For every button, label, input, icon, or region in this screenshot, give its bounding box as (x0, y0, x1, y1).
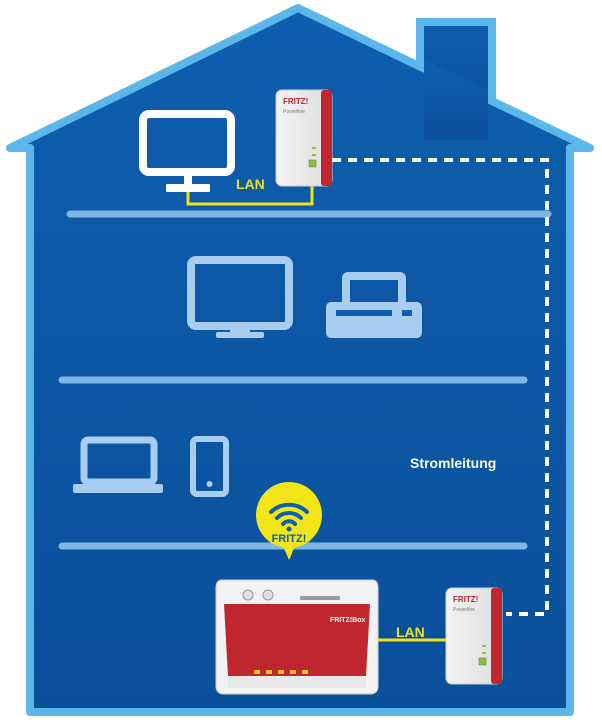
house (6, 4, 594, 716)
smartphone-icon (190, 436, 229, 497)
adapter-sub-text: Powerline (283, 109, 305, 115)
power-line-dashed (332, 158, 549, 616)
printer-icon (326, 272, 422, 338)
lan-cable-top (186, 186, 314, 206)
adapter-brand-text: FRITZ! (283, 97, 308, 106)
adapter-brand-text: FRITZ! (453, 595, 478, 604)
powerline-adapter-icon: FRITZ! Powerline (275, 89, 333, 187)
powerline-adapter-icon: FRITZ! Powerline (445, 587, 503, 685)
router-brand-text: FRITZ!Box (330, 617, 365, 624)
laptop-icon (73, 436, 163, 493)
tv-icon (187, 256, 293, 338)
lan-label-top: LAN (236, 176, 265, 192)
stromleitung-label: Stromleitung (410, 455, 496, 471)
adapter-sub-text: Powerline (453, 607, 475, 613)
wifi-icon: FRITZ! (256, 482, 322, 560)
fritz-bubble-label: FRITZ! (272, 533, 307, 545)
desktop-monitor-icon (139, 110, 235, 192)
router-icon: FRITZ!Box (215, 579, 379, 695)
lan-label-bottom: LAN (396, 624, 425, 640)
